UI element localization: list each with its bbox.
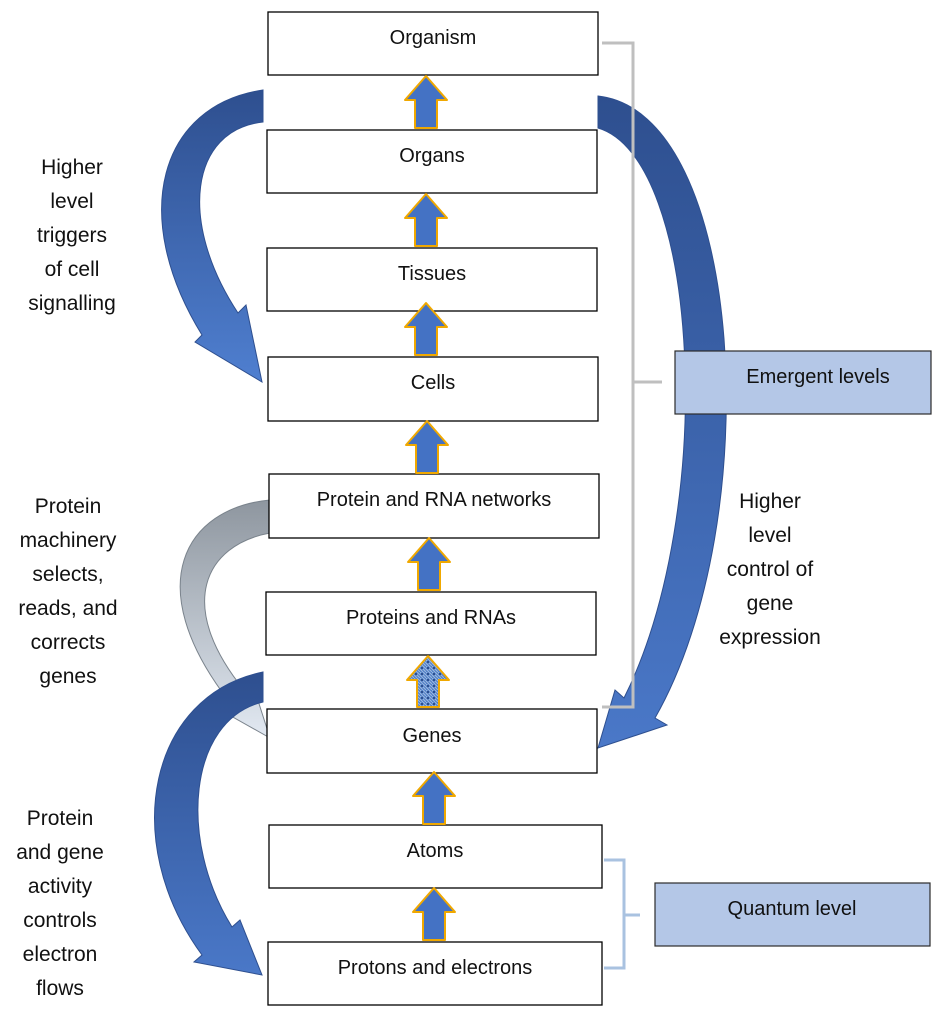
annotation-line: controls [23, 909, 97, 932]
annotation-line: of cell [45, 258, 100, 281]
level-box-atoms: Atoms [268, 824, 603, 889]
hatched-up-arrow-icon [406, 655, 450, 708]
level-label: Protein and RNA networks [317, 489, 552, 511]
quantum-level-label: Quantum level [728, 898, 857, 920]
emergent-bracket [602, 41, 662, 709]
machinery-curve-arrow [179, 499, 271, 740]
level-label: Protons and electrons [338, 957, 533, 979]
cell-signalling-annotation: Higher level triggers of cell signalling [28, 156, 116, 315]
up-arrow-icon [405, 420, 449, 474]
level-label: Organism [390, 27, 477, 49]
level-label: Tissues [398, 263, 466, 285]
level-label: Proteins and RNAs [346, 607, 516, 629]
annotation-line: selects, [32, 563, 103, 586]
annotation-line: reads, and [18, 597, 117, 620]
level-box-cells: Cells [267, 356, 599, 422]
quantum-bracket [604, 858, 640, 970]
level-box-organs: Organs [266, 129, 598, 194]
up-arrow-icon [412, 887, 456, 941]
annotation-line: triggers [37, 224, 107, 247]
annotation-line: level [50, 190, 93, 213]
up-arrow-icon [407, 537, 451, 591]
electron-flow-curve-arrow [154, 671, 264, 976]
signalling-curve-arrow [161, 89, 264, 384]
gene-expression-annotation: Higher level control of gene expression [719, 490, 821, 649]
annotation-line: expression [719, 626, 821, 649]
annotation-line: Protein [35, 495, 102, 518]
level-box-proteins-rnas: Proteins and RNAs [265, 591, 597, 656]
annotation-line: electron [23, 943, 98, 966]
protein-machinery-annotation: Protein machinery selects, reads, and co… [18, 495, 117, 688]
annotation-line: level [748, 524, 791, 547]
level-label: Atoms [407, 840, 464, 862]
annotation-line: Protein [27, 807, 94, 830]
annotation-line: Higher [739, 490, 801, 513]
level-label: Genes [403, 725, 462, 747]
level-box-protein-rna-networks: Protein and RNA networks [268, 473, 600, 539]
up-arrow-icon [404, 302, 448, 356]
annotation-line: and gene [16, 841, 104, 864]
annotation-line: flows [36, 977, 84, 1000]
annotation-line: genes [39, 665, 96, 688]
electron-flows-annotation: Protein and gene activity controls elect… [16, 807, 104, 1000]
gene-expression-curve-arrow [597, 95, 727, 749]
annotation-line: activity [28, 875, 93, 898]
annotation-line: Higher [41, 156, 103, 179]
up-arrow-icon [412, 771, 456, 825]
level-box-genes: Genes [266, 708, 598, 774]
level-label: Organs [399, 145, 465, 167]
annotation-line: gene [747, 592, 794, 615]
annotation-line: machinery [20, 529, 117, 552]
level-box-protons-electrons: Protons and electrons [267, 941, 603, 1006]
emergent-levels-label: Emergent levels [746, 366, 889, 388]
annotation-line: control of [727, 558, 814, 581]
level-box-tissues: Tissues [266, 247, 598, 312]
annotation-line: corrects [31, 631, 106, 654]
level-box-organism: Organism [267, 11, 599, 76]
up-arrow-icon [404, 193, 448, 247]
quantum-level-tag: Quantum level [654, 882, 931, 947]
emergent-levels-tag: Emergent levels [674, 350, 932, 415]
level-label: Cells [411, 372, 455, 394]
up-arrow-icon [404, 75, 448, 129]
annotation-line: signalling [28, 292, 116, 315]
